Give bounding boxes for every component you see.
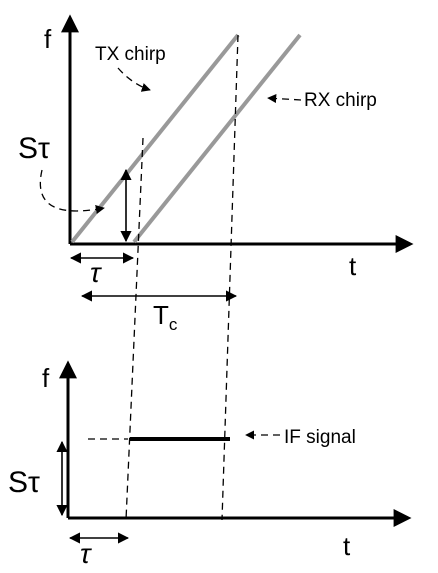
top-t-label: t [349, 251, 357, 281]
bottom-tau-label: τ [80, 538, 92, 569]
bottom-s-tau-label: Sτ [8, 466, 40, 499]
top-f-label: f [44, 24, 52, 54]
rx-chirp-pointer [267, 93, 302, 104]
tx-chirp-line [70, 33, 240, 244]
bottom-plot: f t IF signal Sτ τ [8, 360, 412, 569]
rx-chirp-label: RX chirp [304, 90, 377, 111]
rx-chirp-line [132, 33, 302, 244]
bottom-t-label: t [343, 531, 351, 561]
top-s-tau-label: Sτ [18, 132, 50, 165]
if-signal-label: IF signal [284, 427, 356, 448]
top-plot: f t TX chirp RX chirp Sτ τ Tc [18, 14, 414, 521]
s-tau-pointer [39, 169, 105, 214]
tc-main: T [153, 300, 169, 330]
bottom-f-label: f [42, 363, 50, 393]
tx-chirp-label: TX chirp [95, 44, 166, 65]
tc-sub: c [169, 315, 178, 334]
tau-guide-line [125, 137, 144, 521]
top-tau-label: τ [90, 257, 102, 288]
tx-chirp-pointer [117, 67, 151, 92]
tc-label: Tc [153, 300, 178, 334]
tc-guide-line [221, 34, 239, 521]
